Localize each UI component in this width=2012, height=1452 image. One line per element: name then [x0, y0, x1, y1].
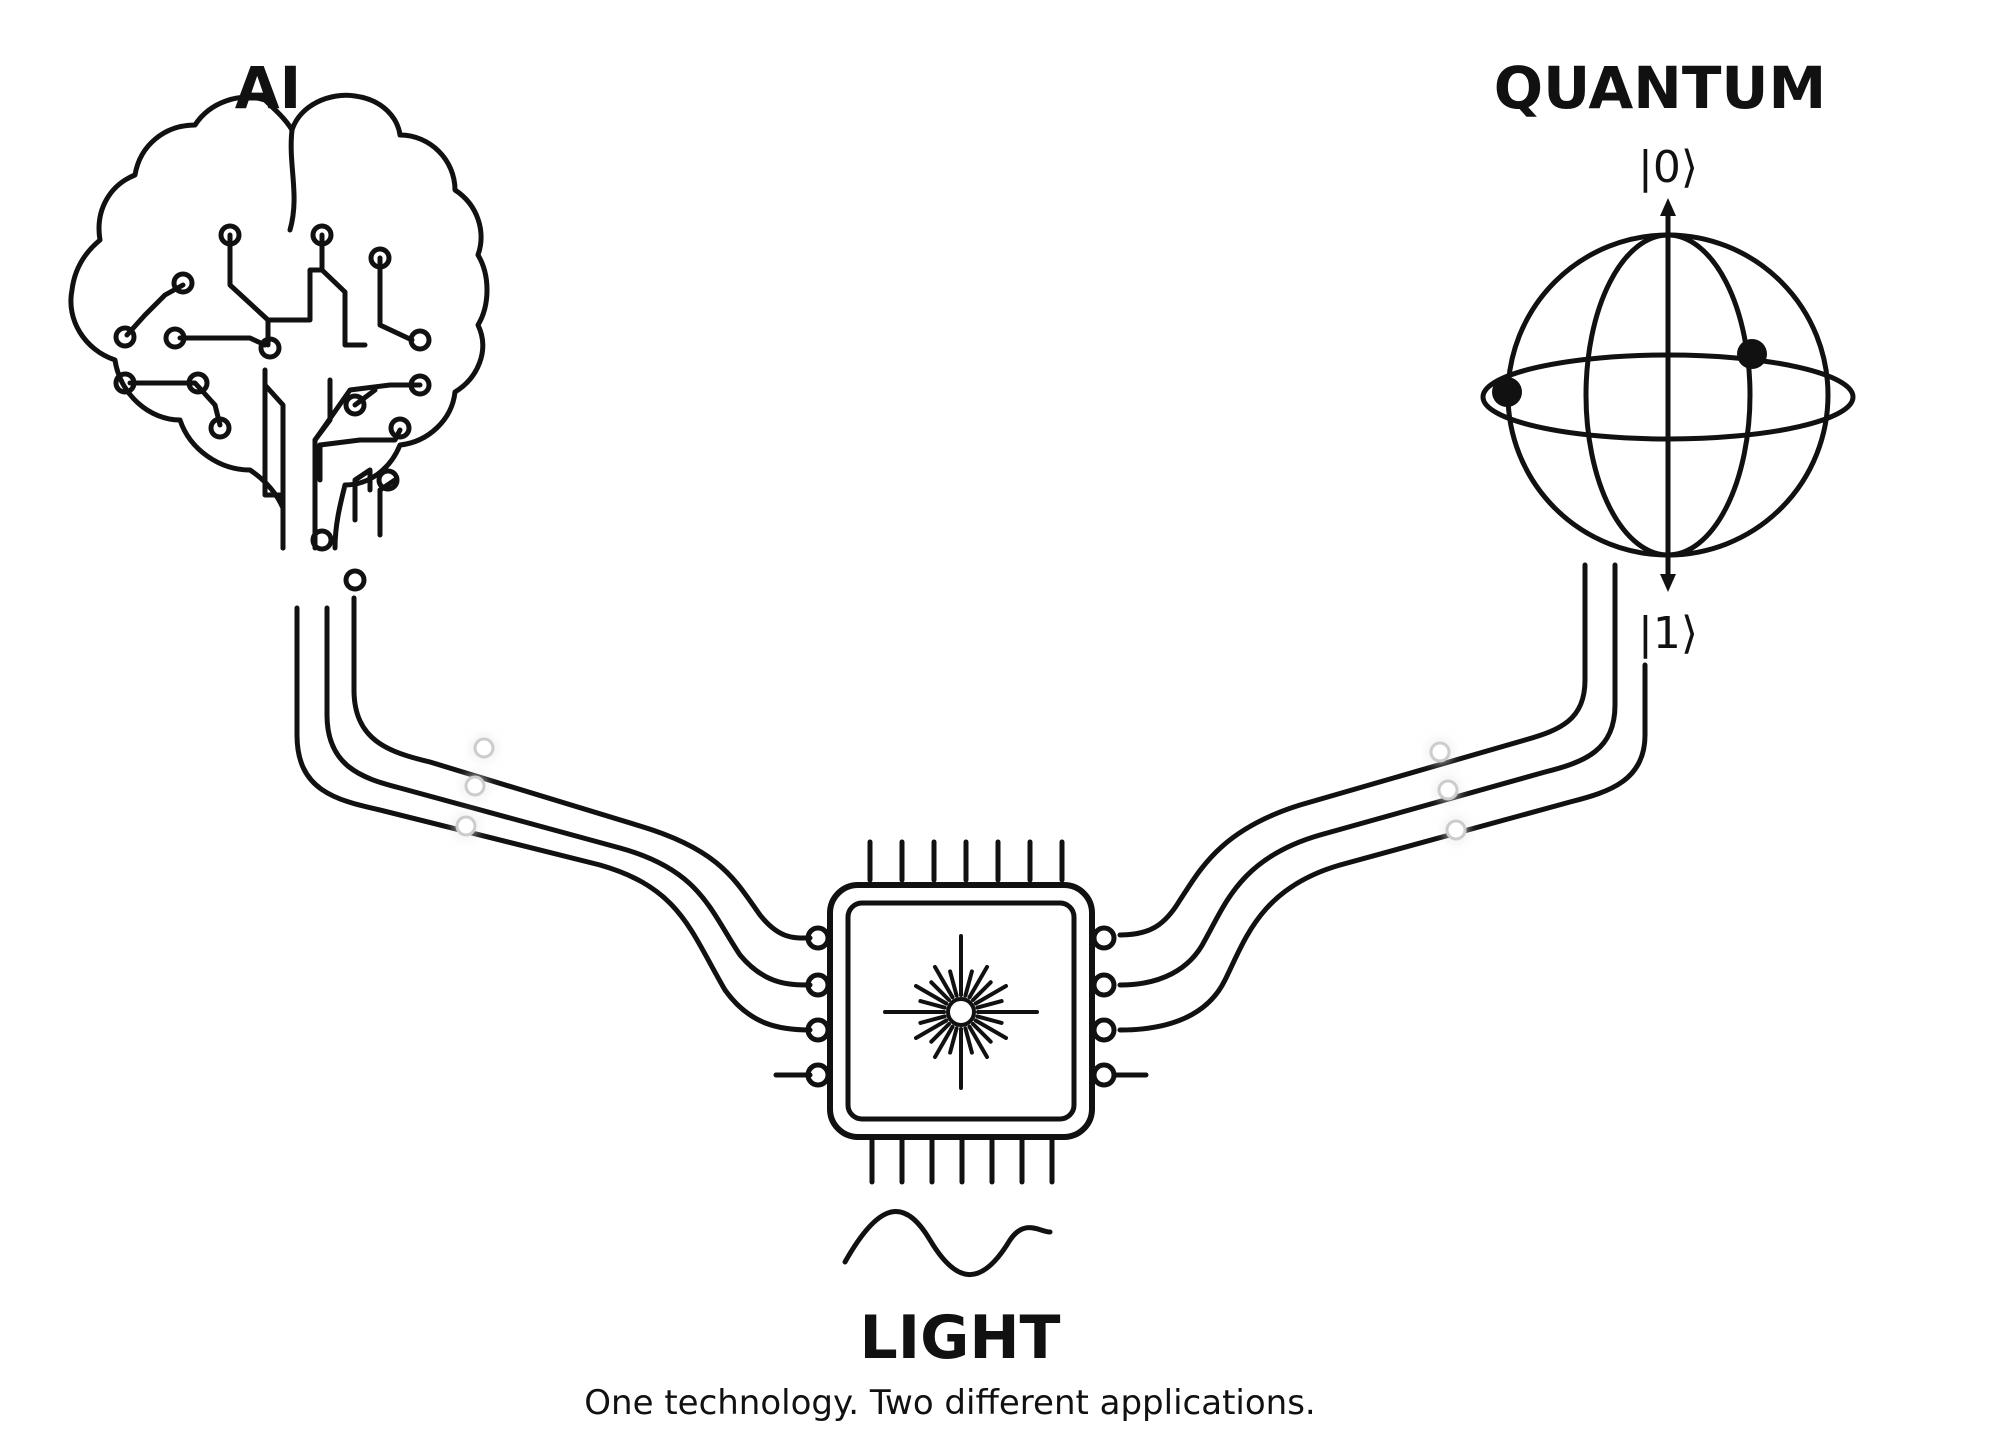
- qubit-state-point: [1737, 339, 1767, 369]
- light-ray: [967, 965, 989, 1000]
- light-ray: [948, 969, 959, 998]
- photon-dot: [455, 815, 477, 837]
- light-ray: [948, 1026, 959, 1055]
- light-wave-icon: [842, 1209, 1053, 1277]
- ket-one-label: |1⟩: [1638, 608, 1698, 659]
- photon-dots: [455, 737, 1467, 841]
- bloch-sphere-icon: [1480, 198, 1856, 592]
- light-source-icon: [883, 934, 1039, 1090]
- light-ray: [918, 999, 947, 1010]
- photonic-chip-icon: [773, 839, 1149, 1185]
- axis-arrow-down-icon: [1660, 574, 1676, 592]
- light-ray: [975, 1014, 1004, 1025]
- light-ray: [971, 980, 993, 1002]
- photon-dot: [464, 775, 486, 797]
- light-ray: [933, 965, 955, 1000]
- photon-dot: [1437, 779, 1459, 801]
- light-ray: [918, 1014, 947, 1025]
- photon-dot: [1429, 741, 1451, 763]
- left-waveguides: [294, 595, 813, 1033]
- light-ray: [929, 980, 951, 1002]
- caption-text: One technology. Two different applicatio…: [584, 1383, 1315, 1423]
- ai-label: AI: [235, 54, 301, 122]
- light-ray: [963, 969, 974, 998]
- right-waveguides: [1117, 562, 1648, 1033]
- brain-circuit-icon: [68, 92, 490, 592]
- quantum-label: QUANTUM: [1494, 54, 1826, 122]
- light-label: LIGHT: [860, 1303, 1061, 1373]
- light-ray: [973, 1018, 1008, 1040]
- photon-dot: [473, 737, 495, 759]
- light-ray: [973, 984, 1008, 1006]
- light-ray: [929, 1022, 951, 1044]
- light-ray: [971, 1022, 993, 1044]
- light-ray: [914, 1018, 949, 1040]
- qubit-state-point: [1492, 377, 1522, 407]
- axis-arrow-up-icon: [1660, 198, 1676, 216]
- light-ray: [933, 1024, 955, 1059]
- light-ray: [914, 984, 949, 1006]
- light-ray: [963, 1026, 974, 1055]
- ket-zero-label: |0⟩: [1638, 142, 1698, 193]
- light-ray: [967, 1024, 989, 1059]
- light-ray: [975, 999, 1004, 1010]
- photon-dot: [1445, 819, 1467, 841]
